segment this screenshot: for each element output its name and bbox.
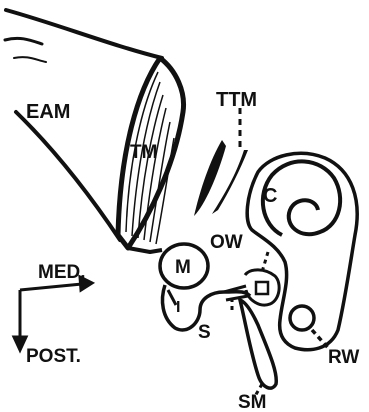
label-sm: SM (238, 392, 267, 412)
label-post: POST. (26, 346, 81, 367)
label-c: C (263, 185, 277, 207)
label-tm: TM (130, 142, 157, 163)
ossicles (160, 244, 250, 330)
label-med: MED. (38, 262, 86, 283)
oval-window (245, 252, 279, 305)
label-rw: RW (328, 347, 359, 368)
label-m: M (175, 257, 191, 278)
label-ttm: TTM (216, 89, 257, 111)
stapedius-muscle (240, 300, 276, 398)
round-window (290, 306, 330, 350)
label-eam: EAM (26, 101, 70, 123)
label-ow: OW (210, 232, 243, 253)
label-s: S (198, 322, 211, 343)
label-i: I (176, 299, 180, 316)
orientation-axes (14, 277, 92, 350)
middle-ear-wall (247, 153, 357, 349)
tensor-tympani-muscle (194, 108, 248, 216)
